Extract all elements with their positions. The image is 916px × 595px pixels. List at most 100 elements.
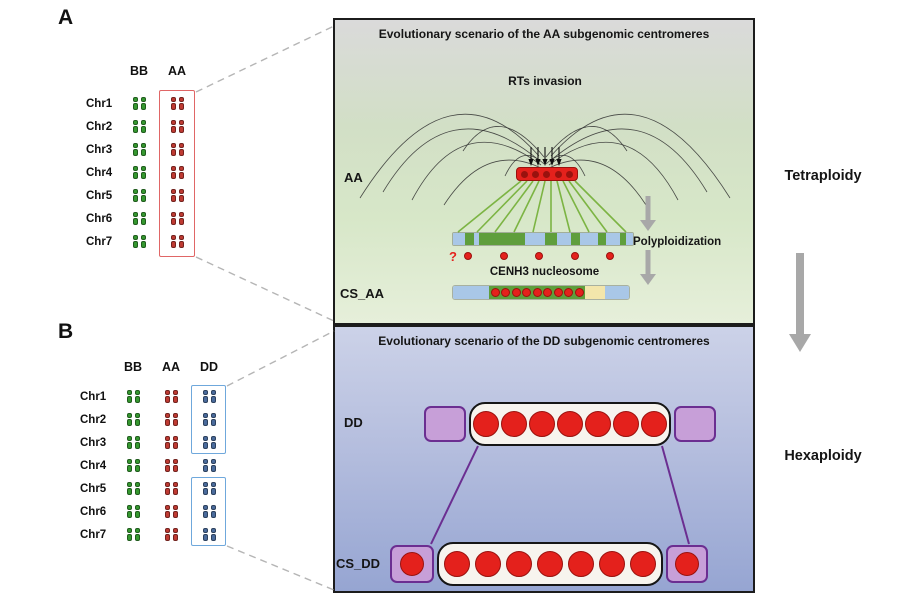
chromosome-label: Chr7 [86,235,113,248]
chromosome-arm [132,235,138,240]
chromosome-arm [140,212,146,217]
chromosome-arm [210,534,216,541]
chromosome-label: Chr1 [86,97,113,110]
chromosome-row: Chr6 [80,500,228,523]
chromosome-arm [140,126,146,133]
chromosome-pair [158,143,196,156]
chromosome-label: Chr5 [86,189,113,202]
chromosome-arm [164,505,170,510]
chromosome-icon [170,143,176,156]
chromosome-icon [170,235,176,248]
chromosome-arm [140,120,146,125]
chromosome-arm [132,218,138,225]
centromere-circle [529,411,555,437]
chromosome-icon [134,436,140,449]
chromosome-arm [170,97,176,102]
cenh3-bead [532,288,542,297]
chromosome-icon [178,120,184,133]
chromosome-arm [202,511,208,518]
chromosome-icon [202,505,208,518]
chromosome-icon [172,482,178,495]
chromosome-arm [140,166,146,171]
chromosome-pair [114,505,152,518]
chromosome-arm [170,235,176,240]
chromosome-arm [134,465,140,472]
centromere-circle [557,411,583,437]
chromosome-arm [126,505,132,510]
cenh3-dot [499,252,508,260]
chromosome-icon [170,189,176,202]
chromosome-label: Chr1 [80,390,107,403]
chromosome-arm [170,120,176,125]
chromosome-arm [140,241,146,248]
chromosome-icon [202,528,208,541]
chromosome-icon [134,390,140,403]
chromosome-arm [202,459,208,464]
chromosome-arm [126,436,132,441]
chromosome-arm [202,505,208,510]
bar-segment [585,286,605,299]
bar-segment [580,233,598,245]
centromere-circle [630,551,656,577]
chromosome-row: Chr2 [80,408,228,431]
centromere-circle [585,411,611,437]
tetraploid-aa-centromere-bar [452,232,634,246]
chromosome-arm [132,97,138,102]
centromere-circle [537,551,563,577]
chromosome-pair [152,528,190,541]
chromosome-arm [126,511,132,518]
chromosome-row: Chr5 [80,477,228,500]
header-spacer [86,64,120,78]
chromosome-icon [170,97,176,110]
chromosome-icon [178,166,184,179]
chromosome-pair [120,97,158,110]
cs-dd-centromere-bar [437,542,663,586]
chromosome-icon [164,459,170,472]
chromosome-arm [170,241,176,248]
polyploidization-label: Polyploidization [633,236,722,248]
dd-panel-title: Evolutionary scenario of the DD subgenom… [378,334,710,348]
chromosome-arm [132,166,138,171]
chromosome-label: Chr6 [86,212,113,225]
chromosome-arm [172,534,178,541]
chromosome-arm [140,143,146,148]
cenh3-bead [511,288,521,297]
tetraploidy-label: Tetraploidy [784,168,862,184]
cs-dd-flank-left-box [390,545,434,583]
chromosome-row: Chr3 [86,138,196,161]
chromosome-icon [126,390,132,403]
chromosome-pair [120,120,158,133]
bar-segment [626,233,633,245]
chromosome-pair [114,436,152,449]
column-header-dd: DD [199,360,219,374]
chromosome-arm [134,482,140,487]
chromosome-arm [178,189,184,194]
chromosome-pair [120,166,158,179]
chromosome-icon [132,120,138,133]
chromosome-arm [134,390,140,395]
chromosome-label: Chr4 [80,459,107,472]
cenh3-dot [535,252,543,260]
chromosome-icon [202,436,208,449]
bar-segment [571,233,580,245]
centromere-circle [675,552,699,576]
chromosome-icon [178,212,184,225]
chromosome-arm [126,534,132,541]
dd-centromere-bar [469,402,671,446]
chromosome-arm [172,436,178,441]
chromosome-arm [140,235,146,240]
rt-dot [532,170,540,178]
chromosome-icon [164,390,170,403]
chromosome-icon [134,528,140,541]
chromosome-pair [114,459,152,472]
chromosome-arm [170,166,176,171]
dd-flank-right-box [674,406,716,442]
chromosome-arm [164,413,170,418]
chromosome-icon [164,528,170,541]
chromosome-icon [172,505,178,518]
chromosome-arm [170,189,176,194]
chromosome-pair [152,482,190,495]
aa-centromere-rt-bar [516,167,578,181]
chromosome-arm [172,390,178,395]
